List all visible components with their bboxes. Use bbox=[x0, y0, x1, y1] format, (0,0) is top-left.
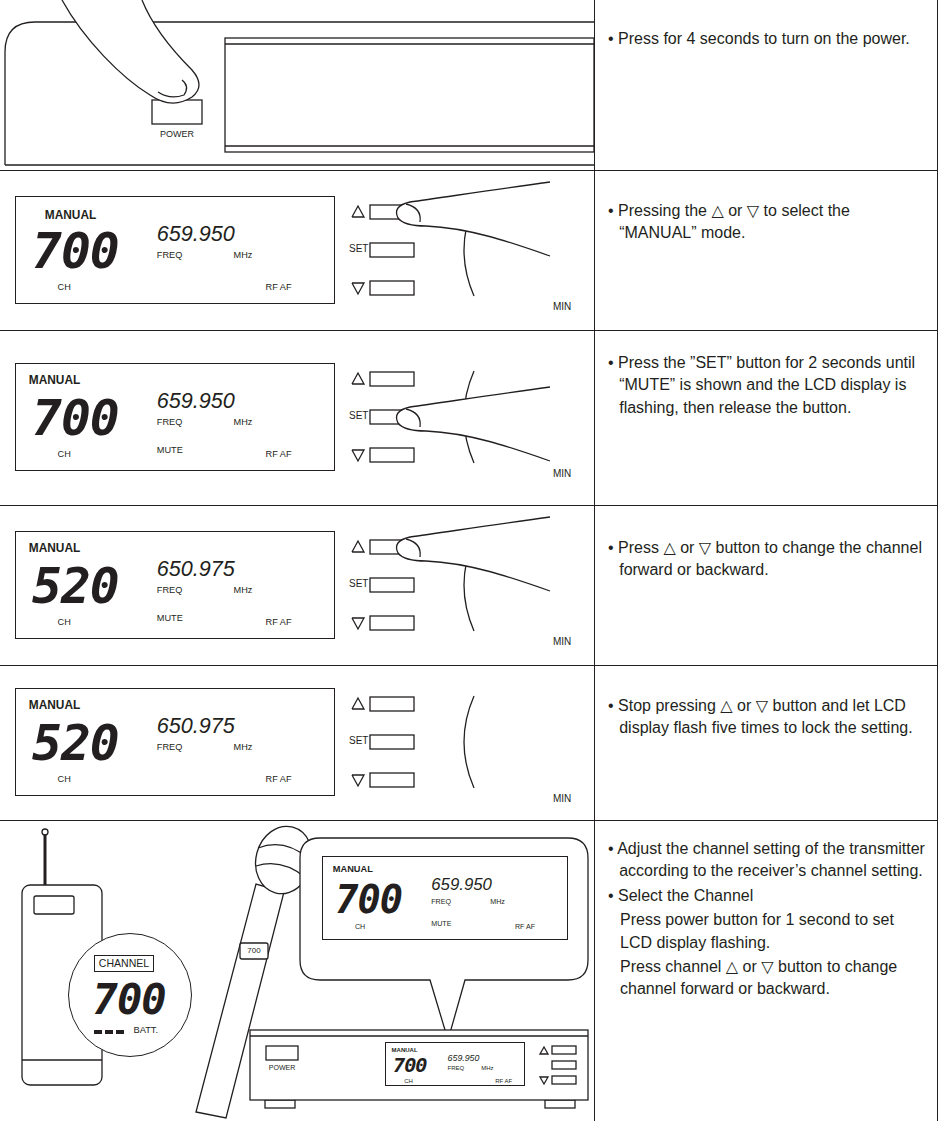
button-label: POWER bbox=[269, 1064, 295, 1071]
panel-label: MIN bbox=[553, 794, 571, 804]
lcd-display-magnified: MANUAL 700 659.950FREQ MHzCH MUTE RF AF bbox=[322, 856, 568, 940]
callout-bubble bbox=[300, 838, 588, 1040]
lcd-text: MANUAL bbox=[333, 865, 373, 874]
lcd-text: CH bbox=[404, 1078, 413, 1084]
lcd-text: 659.950 bbox=[157, 223, 235, 245]
lcd-text: FREQ bbox=[157, 586, 182, 595]
lcd-text: FREQ bbox=[157, 743, 182, 752]
panel-label: MIN bbox=[553, 637, 571, 647]
battery-bars bbox=[94, 1028, 134, 1036]
instruction-text: • Press for 4 seconds to turn on the pow… bbox=[608, 28, 926, 50]
lcd-text: MHz bbox=[234, 251, 253, 260]
receiver-unit bbox=[250, 1030, 588, 1108]
mic-display-number: 700 bbox=[247, 947, 260, 955]
lcd-text: 700 bbox=[93, 979, 166, 1021]
lcd-text: FREQ bbox=[431, 899, 451, 906]
button-label: SET bbox=[349, 411, 368, 421]
lcd-text: 659.950 bbox=[448, 1054, 480, 1063]
lcd-text: MANUAL bbox=[392, 1047, 418, 1053]
lcd-text: CH bbox=[58, 450, 71, 459]
lcd-text: RF AF bbox=[515, 924, 535, 931]
finger bbox=[397, 387, 551, 461]
button-group bbox=[352, 696, 474, 788]
lcd-text: RF AF bbox=[266, 618, 292, 627]
button-label: SET bbox=[349, 736, 368, 746]
receiver-lcd: MANUAL 700 659.950FREQ MHzCH RF AF bbox=[385, 1042, 525, 1086]
lcd-text: BATT. bbox=[133, 1026, 158, 1035]
instruction-text: • Stop pressing △ or ▽ button and let LC… bbox=[608, 695, 926, 740]
lcd-text: 650.975 bbox=[157, 715, 235, 737]
lcd-text: RF AF bbox=[266, 450, 292, 459]
lcd-text: CH bbox=[58, 775, 71, 784]
lcd-display: MANUAL 700 659.950FREQ MHzCH MUTE RF AF bbox=[15, 363, 335, 471]
lcd-text: MHz bbox=[234, 743, 253, 752]
lcd-text: FREQ bbox=[157, 418, 182, 427]
lcd-text: 659.950 bbox=[157, 390, 235, 412]
lcd-text: MUTE bbox=[157, 614, 183, 623]
instruction-text: • Press △ or ▽ button to change the chan… bbox=[608, 537, 926, 582]
lcd-text: CHANNEL bbox=[94, 955, 154, 972]
lcd-display: MANUAL 520 650.975FREQ MHzCH RF AF bbox=[15, 688, 335, 796]
power-button bbox=[152, 100, 202, 124]
lcd-text: 659.950 bbox=[431, 877, 492, 894]
lcd-display: MANUAL 520 650.975FREQ MHzCH MUTE RF AF bbox=[15, 531, 335, 639]
instruction-text: • Select the Channel bbox=[608, 885, 926, 907]
panel-label: MIN bbox=[553, 469, 571, 479]
instruction-text: • Adjust the channel setting of the tran… bbox=[608, 838, 926, 883]
lcd-text: 700 bbox=[393, 1055, 427, 1075]
lcd-text: FREQ bbox=[448, 1065, 465, 1071]
button-label: SET bbox=[349, 244, 368, 254]
button-label: SET bbox=[349, 579, 368, 589]
lcd-text: MHz bbox=[490, 899, 505, 906]
lcd-text: CH bbox=[355, 924, 365, 931]
lcd-text: MHz bbox=[234, 418, 253, 427]
lcd-text: MANUAL bbox=[29, 700, 80, 712]
lcd-text: MANUAL bbox=[29, 375, 80, 387]
lcd-text: 520 bbox=[32, 719, 119, 769]
instruction-text: Press channel △ or ▽ button to change ch… bbox=[620, 956, 926, 1001]
finger bbox=[397, 182, 551, 256]
lcd-text: CH bbox=[58, 618, 71, 627]
panel-label: MIN bbox=[553, 302, 571, 312]
finger bbox=[397, 517, 551, 591]
lcd-text: MANUAL bbox=[29, 543, 80, 555]
lcd-text: 650.975 bbox=[157, 558, 235, 580]
lcd-text: 700 bbox=[32, 394, 119, 444]
lcd-text: RF AF bbox=[266, 775, 292, 784]
instruction-text: • Press the ”SET” button for 2 seconds u… bbox=[608, 352, 926, 419]
power-button bbox=[266, 1046, 298, 1060]
lcd-text: CH bbox=[58, 283, 71, 292]
lcd-text: RF AF bbox=[266, 283, 292, 292]
lcd-text: 520 bbox=[32, 562, 119, 612]
lcd-text: 700 bbox=[32, 227, 119, 277]
lcd-text: RF AF bbox=[495, 1078, 512, 1084]
lcd-text: MHz bbox=[481, 1065, 493, 1071]
instruction-text: • Pressing the △ or ▽ to select the “MAN… bbox=[608, 200, 926, 245]
instruction-text: Press power button for 1 second to set L… bbox=[620, 909, 926, 954]
finger bbox=[62, 0, 199, 103]
lcd-display: MANUAL 700 659.950FREQ MHzCH RF AF bbox=[15, 196, 335, 304]
button-label: POWER bbox=[160, 130, 194, 139]
transmitter-display-callout: CHANNEL 700BATT. bbox=[68, 933, 192, 1057]
lcd-text: FREQ bbox=[157, 251, 182, 260]
lcd-text: MUTE bbox=[431, 921, 451, 928]
lcd-text: MUTE bbox=[157, 446, 183, 455]
lcd-text: MHz bbox=[234, 586, 253, 595]
lcd-text: MANUAL bbox=[45, 210, 96, 222]
lcd-text: 700 bbox=[335, 881, 402, 920]
